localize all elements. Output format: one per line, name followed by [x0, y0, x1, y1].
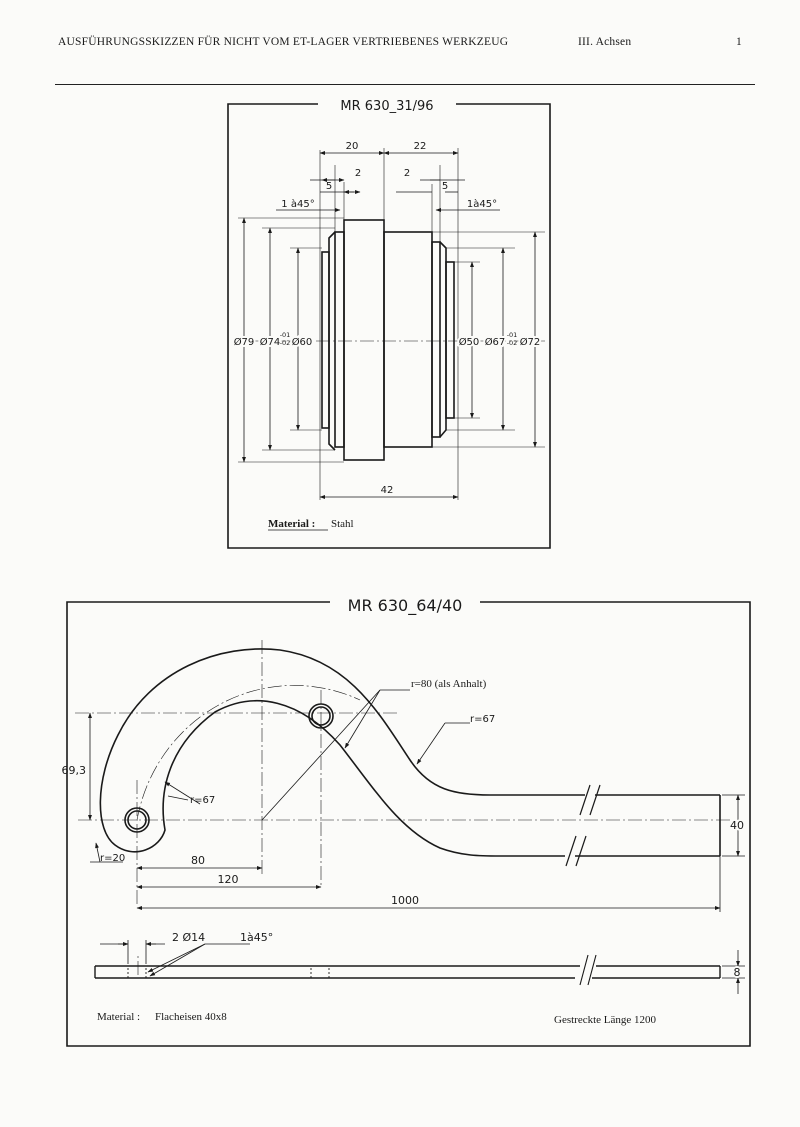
material-value-2: Flacheisen 40x8 — [155, 1011, 227, 1023]
extension-lines-1 — [238, 148, 545, 500]
drawing-2-labels: MR 630_64/40 r=80 (als Anhalt) r=67 r=67… — [62, 596, 747, 1026]
material-value-1: Stahl — [331, 518, 354, 530]
dim-20: 20 — [346, 141, 359, 152]
dim-8: 8 — [734, 966, 741, 979]
dim-2-right: 2 — [404, 168, 410, 179]
dim-holes: 2 Ø14 — [172, 931, 205, 944]
side-view-dims — [100, 940, 745, 994]
material-label-2: Material : — [97, 1011, 140, 1023]
dim-5-right: 5 — [442, 181, 448, 192]
dim-chamfer-right: 1à45° — [467, 198, 497, 210]
drawing-2-title: MR 630_64/40 — [348, 596, 463, 616]
drawing-1-title: MR 630_31/96 — [340, 99, 433, 114]
dim-69-3: 69,3 — [62, 764, 87, 777]
dim-r80: r=80 (als Anhalt) — [411, 678, 487, 690]
dim-tol-67-upper: -01 — [507, 331, 518, 339]
side-view-holes — [127, 965, 330, 979]
dim-dia-74: Ø74 — [260, 336, 281, 348]
shaft-body — [321, 219, 455, 461]
dim-80: 80 — [191, 854, 205, 867]
dim-chamfer-left: 1 à45° — [281, 198, 314, 210]
dimension-lines-1 — [242, 151, 537, 499]
dim-tol-67-lower: -02 — [507, 339, 518, 347]
dim-r67-inner: r=67 — [190, 795, 215, 806]
dimension-lines-2 — [88, 689, 745, 912]
dim-tol-74-upper: -01 — [280, 331, 291, 339]
dim-120: 120 — [218, 873, 239, 886]
page-header: AUSFÜHRUNGSSKIZZEN FÜR NICHT VOM ET-LAGE… — [0, 0, 800, 90]
drawing-mr-630-64-40 — [66, 601, 751, 1047]
material-label-1: Material : — [268, 518, 315, 530]
dim-dia-72: Ø72 — [520, 336, 541, 348]
frame-drawing-1 — [227, 103, 551, 549]
dim-dia-60: Ø60 — [292, 336, 313, 348]
length-note: Gestreckte Länge 1200 — [554, 1014, 657, 1026]
dim-r67-outer: r=67 — [470, 714, 495, 725]
dim-1000: 1000 — [391, 894, 419, 907]
dim-40: 40 — [730, 819, 744, 832]
header-section: III. Achsen — [578, 36, 632, 48]
centerlines-2 — [75, 640, 732, 975]
dim-tol-74-lower: -02 — [280, 339, 291, 347]
dim-22: 22 — [414, 141, 427, 152]
break-lines-2 — [565, 784, 601, 867]
dim-r20: r=20 — [100, 853, 125, 864]
header-page-number: 1 — [736, 36, 742, 48]
holes-top-view — [124, 703, 334, 833]
dim-5-left: 5 — [326, 181, 332, 192]
header-rule — [55, 84, 755, 85]
hook-wrench-outline — [99, 648, 585, 857]
frame-drawing-2 — [66, 601, 751, 1047]
drawing-1-labels: MR 630_31/96 20 22 2 2 5 5 1 à45° 1à45° … — [232, 99, 543, 530]
dim-42: 42 — [381, 485, 394, 496]
bar-side-view — [94, 954, 721, 986]
dim-dia-79: Ø79 — [234, 336, 255, 348]
dim-2-left: 2 — [355, 168, 361, 179]
drawing-mr-630-31-96 — [227, 103, 551, 549]
dim-dia-50: Ø50 — [459, 336, 480, 348]
header-title: AUSFÜHRUNGSSKIZZEN FÜR NICHT VOM ET-LAGE… — [58, 36, 509, 48]
dim-dia-67: Ø67 — [485, 336, 506, 348]
dim-chamfer-2: 1à45° — [240, 931, 273, 944]
